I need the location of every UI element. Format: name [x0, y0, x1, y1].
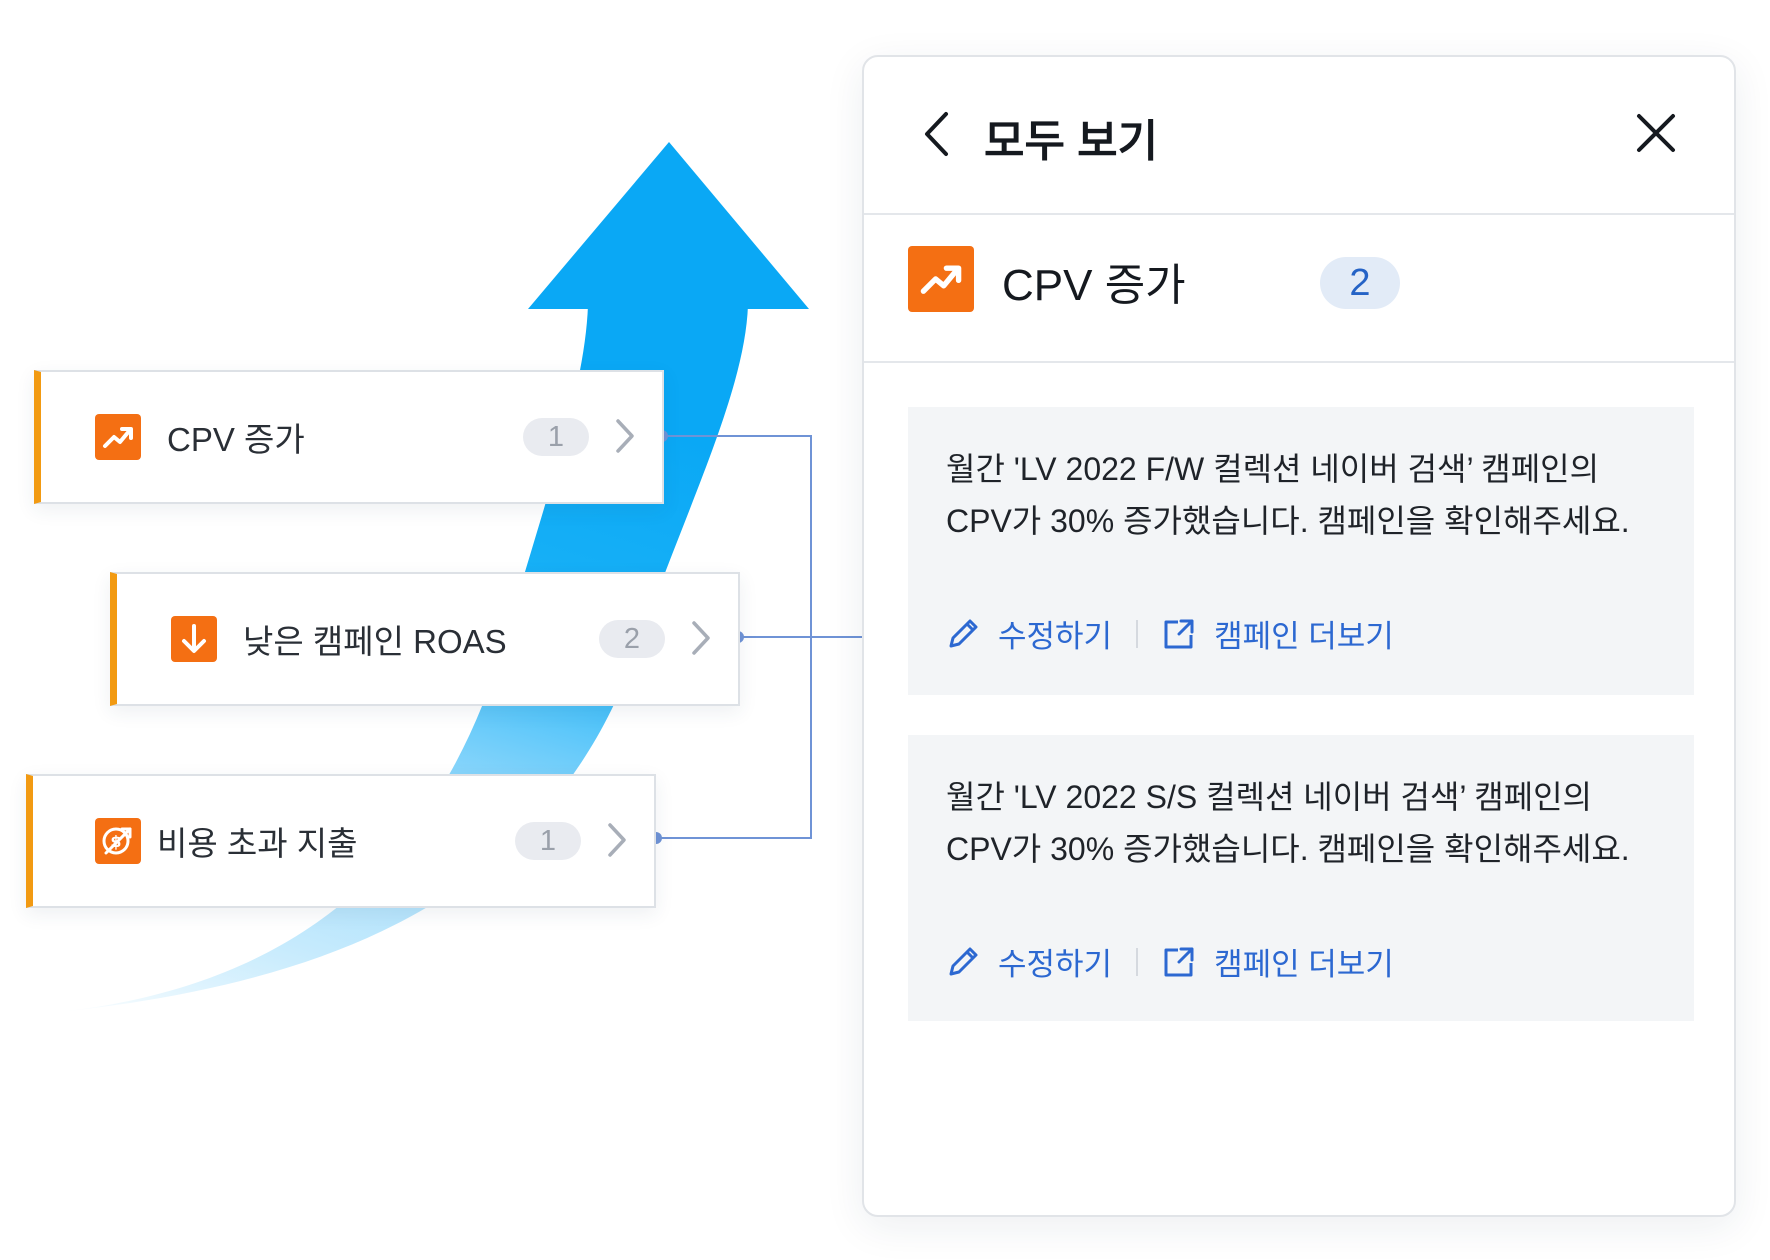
card-label: CPV 증가	[167, 421, 305, 458]
alert-card-cost-overrun[interactable]: $ 비용 초과 지출 1	[26, 774, 656, 908]
edit-link[interactable]: 수정하기	[946, 939, 1112, 984]
arrow-down-icon	[171, 616, 217, 662]
count-badge: 1	[523, 418, 589, 456]
close-icon	[1637, 114, 1675, 152]
card-label: 낮은 캠페인 ROAS	[243, 623, 507, 660]
trending-up-icon	[95, 414, 141, 460]
count-badge: 2	[599, 620, 665, 658]
section-title: CPV 증가	[1002, 261, 1186, 310]
growth-arrow-head	[528, 142, 809, 309]
panel-title: 모두 보기	[984, 117, 1159, 166]
external-link-icon	[1164, 947, 1194, 976]
alert-actions: 수정하기 캠페인 더보기	[946, 939, 1394, 984]
section-header	[864, 215, 1734, 363]
alert-message: 월간 'LV 2022 F/W 컬렉션 네이버 검색’ 캠페인의 CPV가 30…	[946, 451, 1630, 539]
chevron-right-icon	[611, 416, 639, 456]
connector-lines	[656, 435, 862, 839]
edit-link[interactable]: 수정하기	[946, 611, 1112, 656]
external-link-icon	[1164, 619, 1194, 648]
back-button[interactable]	[916, 109, 956, 159]
chevron-right-icon	[687, 618, 715, 658]
pencil-icon	[949, 619, 978, 647]
alert-message: 월간 'LV 2022 S/S 컬렉션 네이버 검색’ 캠페인의 CPV가 30…	[946, 779, 1630, 867]
card-label: 비용 초과 지출	[157, 825, 358, 862]
view-campaign-link[interactable]: 캠페인 더보기	[1162, 611, 1394, 656]
cost-overrun-icon: $	[95, 818, 141, 864]
section-count-badge: 2	[1320, 257, 1400, 309]
pencil-icon	[949, 947, 978, 975]
panel-header: 모두 보기	[864, 57, 1734, 215]
alert-item: 월간 'LV 2022 F/W 컬렉션 네이버 검색’ 캠페인의 CPV가 30…	[908, 407, 1694, 695]
count-badge: 1	[515, 822, 581, 860]
trending-up-icon	[908, 246, 974, 312]
divider	[1136, 619, 1139, 648]
alert-card-low-roas[interactable]: 낮은 캠페인 ROAS 2	[110, 572, 740, 706]
chevron-left-icon	[925, 112, 948, 156]
alert-actions: 수정하기 캠페인 더보기	[946, 611, 1394, 656]
close-button[interactable]	[1632, 109, 1680, 157]
alert-card-cpv-increase[interactable]: CPV 증가 1	[34, 370, 664, 504]
alert-item: 월간 'LV 2022 S/S 컬렉션 네이버 검색’ 캠페인의 CPV가 30…	[908, 735, 1694, 1021]
divider	[1136, 947, 1139, 976]
view-campaign-link[interactable]: 캠페인 더보기	[1162, 939, 1394, 984]
view-all-panel: 모두 보기 CPV 증가 2 월간 'LV 2022 F/W 컬렉션 네이버 검…	[862, 55, 1736, 1217]
chevron-right-icon	[603, 820, 631, 860]
